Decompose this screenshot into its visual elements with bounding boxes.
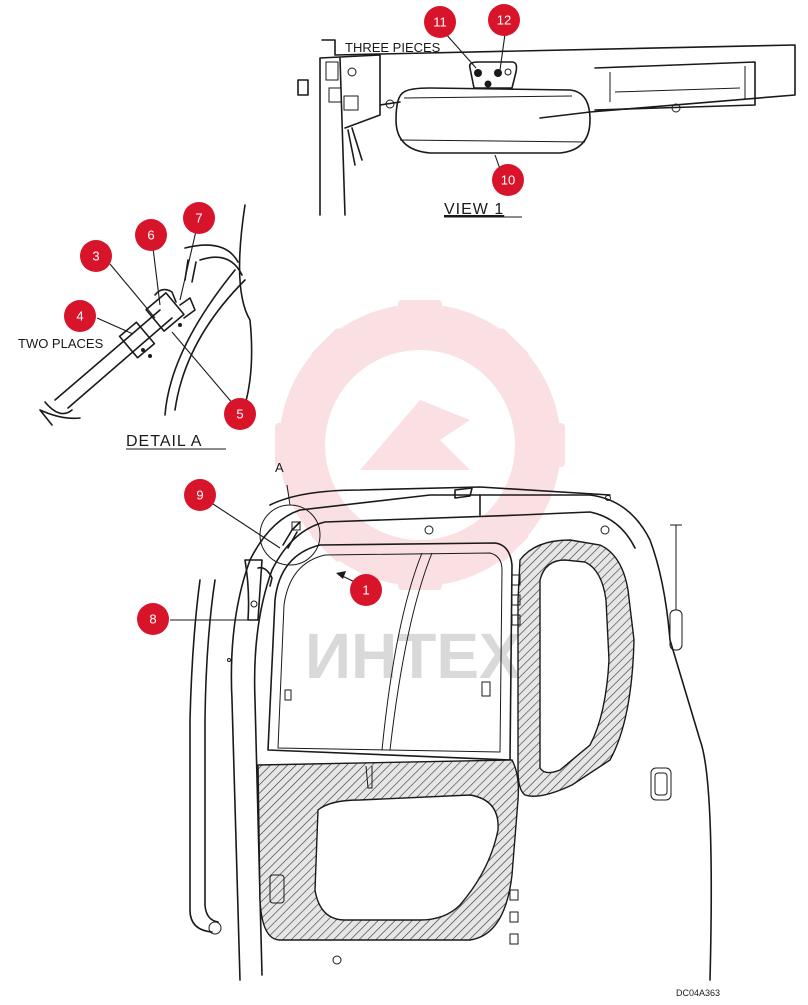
cab-door-drawing: A DC04A363 bbox=[189, 460, 720, 998]
svg-text:12: 12 bbox=[497, 13, 511, 28]
callouts: 1 3 4 5 6 7 8 9 10 11 12 bbox=[64, 4, 524, 635]
callout-7[interactable]: 7 bbox=[183, 202, 215, 234]
callout-1[interactable]: 1 bbox=[350, 574, 382, 606]
callout-10[interactable]: 10 bbox=[492, 164, 524, 196]
three-pieces-label: THREE PIECES bbox=[345, 40, 441, 55]
drawing-code: DC04A363 bbox=[676, 988, 720, 998]
svg-text:8: 8 bbox=[149, 612, 156, 627]
svg-text:6: 6 bbox=[147, 228, 154, 243]
callout-6[interactable]: 6 bbox=[135, 219, 167, 251]
watermark-text: ИНТЕХ bbox=[305, 620, 522, 692]
svg-text:3: 3 bbox=[92, 249, 99, 264]
detail-a-drawing: TWO PLACES DETAIL A bbox=[18, 204, 253, 450]
view-1-title: VIEW 1 bbox=[444, 201, 504, 218]
svg-text:10: 10 bbox=[501, 173, 515, 188]
watermark: ИНТЕХ bbox=[275, 300, 565, 692]
svg-text:9: 9 bbox=[196, 488, 203, 503]
svg-text:5: 5 bbox=[236, 407, 243, 422]
detail-a-marker: A bbox=[275, 460, 284, 475]
callout-8[interactable]: 8 bbox=[137, 603, 169, 635]
detail-a-title: DETAIL A bbox=[126, 433, 202, 450]
svg-text:1: 1 bbox=[362, 583, 369, 598]
svg-text:4: 4 bbox=[76, 309, 83, 324]
callout-5[interactable]: 5 bbox=[224, 398, 256, 430]
svg-text:11: 11 bbox=[433, 15, 447, 30]
callout-9[interactable]: 9 bbox=[184, 479, 216, 511]
callout-4[interactable]: 4 bbox=[64, 300, 96, 332]
two-places-label: TWO PLACES bbox=[18, 336, 104, 351]
callout-12[interactable]: 12 bbox=[488, 4, 520, 36]
svg-text:7: 7 bbox=[195, 211, 202, 226]
callout-11[interactable]: 11 bbox=[424, 6, 456, 38]
callout-3[interactable]: 3 bbox=[80, 240, 112, 272]
view-1-drawing: THREE PIECES VIEW 1 bbox=[297, 39, 796, 218]
gear-watermark-icon bbox=[275, 300, 565, 590]
